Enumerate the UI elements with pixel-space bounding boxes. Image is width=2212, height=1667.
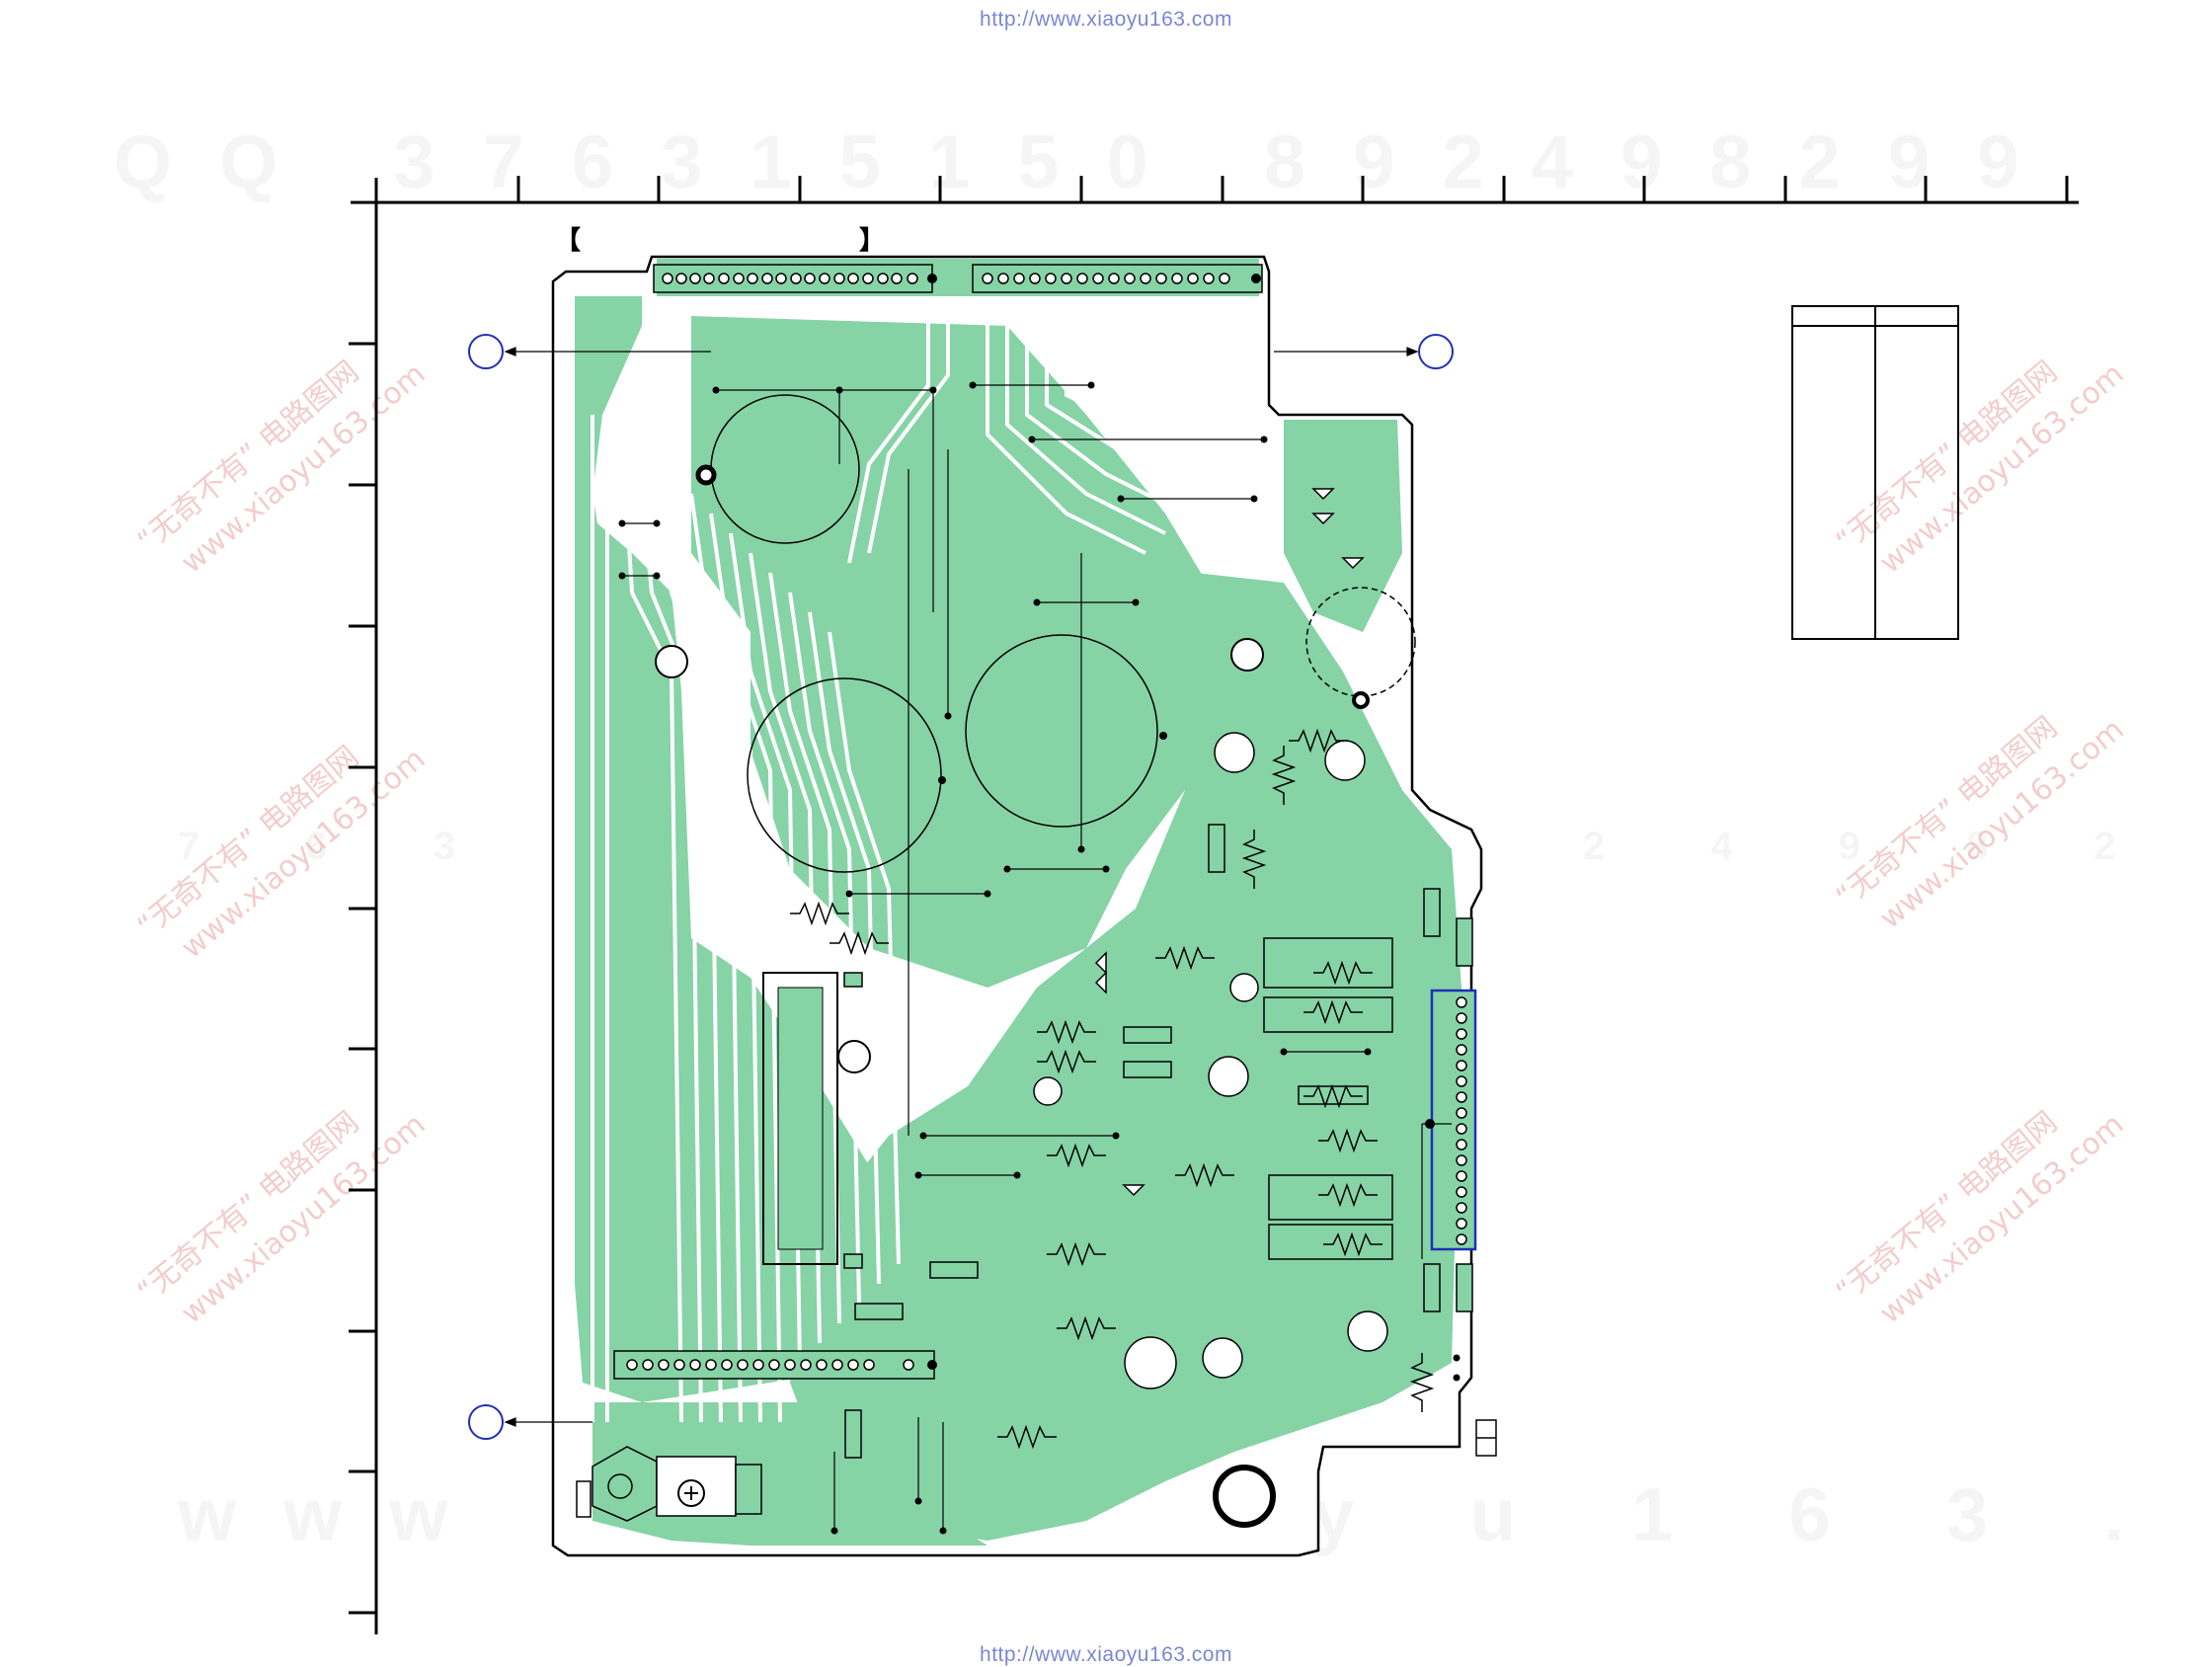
film-capacitor-7 xyxy=(1456,917,1473,967)
grid-ruler xyxy=(349,176,2079,1634)
ic-pad-top xyxy=(843,972,863,988)
resistor-r19 xyxy=(1271,746,1297,805)
film-capacitor-1 xyxy=(1123,1026,1172,1044)
transistor-q8 xyxy=(1229,973,1259,1002)
copper-region-top-right xyxy=(1284,420,1402,632)
diode-d6 xyxy=(1122,1184,1146,1197)
resistor-r20 xyxy=(1409,1353,1435,1412)
diode-d4 xyxy=(1094,951,1107,975)
film-capacitor-10 xyxy=(844,1409,862,1459)
resistor-r15 xyxy=(1047,1143,1106,1168)
film-capacitor-8 xyxy=(1423,1263,1441,1312)
film-capacitor-9 xyxy=(1456,1263,1473,1312)
arrow-head-left-icon-2 xyxy=(504,1417,516,1427)
film-capacitor-6 xyxy=(1423,888,1441,937)
diode-d2 xyxy=(1311,513,1335,525)
legend-table xyxy=(1791,305,1959,640)
ic-body-outline xyxy=(762,972,838,1265)
film-capacitor-2 xyxy=(1123,1061,1172,1078)
ic-pad-bottom xyxy=(843,1253,863,1269)
film-capacitor-5 xyxy=(1208,824,1225,873)
resistor-r9 xyxy=(1323,1231,1382,1257)
resistor-network-3 xyxy=(1268,1174,1393,1221)
jumper-wires xyxy=(622,384,1452,1531)
mounting-hole-large xyxy=(1213,1465,1276,1528)
mounting-hole-2 xyxy=(1230,638,1264,672)
resistor-r18 xyxy=(997,1424,1057,1450)
connector-right-edge-body xyxy=(1430,989,1477,1251)
source-url-top: http://www.xiaoyu163.com xyxy=(980,8,1232,31)
source-url-bottom: http://www.xiaoyu163.com xyxy=(980,1643,1232,1666)
transistor-q6 xyxy=(1347,1310,1388,1352)
capacitor-c3 xyxy=(965,634,1158,828)
transistor-q5 xyxy=(1202,1337,1243,1379)
resistor-network-1 xyxy=(1263,937,1393,989)
resistor-r8 xyxy=(1318,1182,1378,1208)
reference-markers xyxy=(468,334,1454,1440)
capacitor-c4 xyxy=(1305,587,1416,697)
screw-cross-icon xyxy=(684,1486,698,1500)
resistor-r16 xyxy=(1047,1241,1106,1267)
resistor-r17 xyxy=(1057,1315,1116,1341)
resistor-r13 xyxy=(1037,1019,1096,1045)
mounting-holes xyxy=(655,464,1370,1528)
diodes xyxy=(1094,488,1365,1197)
resistor-r2 xyxy=(830,930,889,956)
resistors xyxy=(790,728,1435,1450)
vias xyxy=(618,381,1461,1535)
resistor-r12 xyxy=(1175,1162,1234,1188)
mounting-hole-1 xyxy=(655,645,688,678)
film-capacitors xyxy=(844,824,1473,1459)
arrow-head-right-icon xyxy=(1406,347,1419,357)
regulator-lead xyxy=(735,1464,762,1515)
diode-d5 xyxy=(1094,971,1107,994)
connector-top-right xyxy=(972,264,1263,293)
resistor-r3 xyxy=(1155,945,1215,971)
mounting-hole-3 xyxy=(837,1040,871,1073)
ic-body-heatsink xyxy=(777,987,824,1250)
arrow-head-left-icon xyxy=(504,347,516,357)
watermark-qq-line: QQ 376315150 892498299 xyxy=(114,120,2066,204)
copper-region-right xyxy=(790,573,1462,1541)
resistor-r7 xyxy=(1318,1128,1378,1153)
connector-bottom-left xyxy=(613,1350,937,1380)
resistor-network-boxes xyxy=(1263,937,1393,1260)
transistor-q1 xyxy=(1214,732,1255,773)
pcb-board: 【 】 xyxy=(551,226,1497,1557)
resistor-network-4 xyxy=(1268,1224,1393,1260)
regulator-screw xyxy=(607,1473,633,1499)
ic-body-left xyxy=(762,972,863,1269)
label-bracket-close: 】 xyxy=(859,226,885,256)
connector-top-left xyxy=(653,264,937,293)
resistor-r11 xyxy=(1241,830,1267,889)
via-large-2 xyxy=(1352,691,1370,709)
transistor-q2 xyxy=(1324,740,1366,781)
via-large-1 xyxy=(695,464,717,486)
marker-circle-top-right xyxy=(1418,334,1454,369)
resistor-r1 xyxy=(790,901,849,926)
resistor-r10 xyxy=(1289,728,1348,754)
resistor-r4 xyxy=(1313,960,1373,986)
transistor-q3 xyxy=(1208,1056,1249,1097)
transistor-q7 xyxy=(1033,1076,1063,1106)
marker-circle-top-left xyxy=(468,334,504,369)
label-bracket-open: 【 xyxy=(555,226,581,256)
regulator-bottom-left xyxy=(576,1446,762,1522)
connector-right-edge xyxy=(1430,989,1477,1251)
resistor-network-5 xyxy=(1298,1085,1369,1105)
resistor-network-2 xyxy=(1263,996,1393,1033)
regulator-small-pad xyxy=(576,1480,592,1518)
transistor-q4 xyxy=(1124,1336,1177,1389)
diode-d3 xyxy=(1341,557,1365,570)
capacitor-c2 xyxy=(747,677,942,873)
marker-circle-bottom-left xyxy=(468,1404,504,1440)
diode-d1 xyxy=(1311,488,1335,501)
trace-bundle-left xyxy=(591,415,901,1423)
resistor-r5 xyxy=(1304,999,1363,1025)
film-capacitor-4 xyxy=(854,1303,904,1320)
small-components xyxy=(1033,732,1388,1389)
resistor-r14 xyxy=(1037,1049,1096,1074)
film-capacitor-3 xyxy=(929,1261,979,1279)
